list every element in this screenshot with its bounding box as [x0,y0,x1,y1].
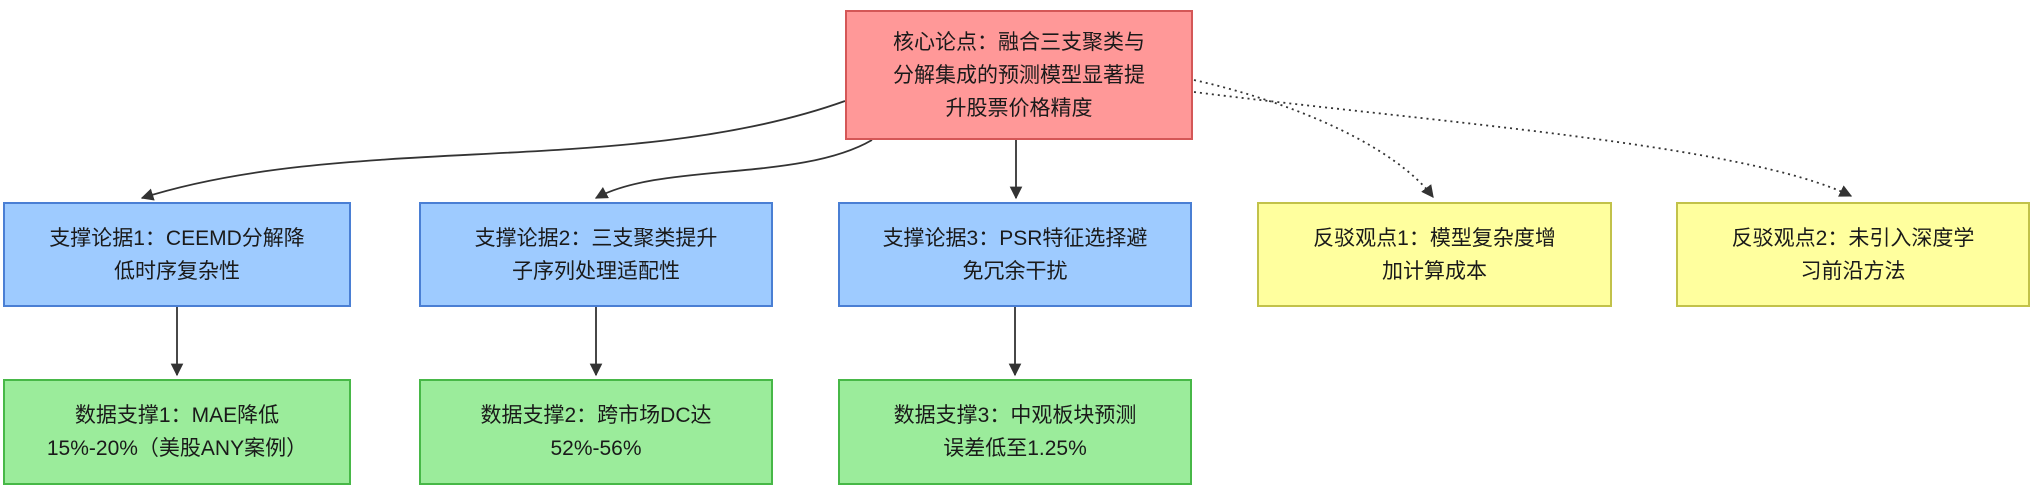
support-argument-2-node: 支撑论据2：三支聚类提升 子序列处理适配性 [419,202,773,307]
support-argument-1-node: 支撑论据1：CEEMD分解降 低时序复杂性 [3,202,351,307]
support-argument-line: 支撑论据2：三支聚类提升 [474,226,718,250]
support-argument-line: 支撑论据3：PSR特征选择避 [882,226,1148,250]
edge-core-to-rebuttal1 [1193,79,1434,199]
evidence-line: 数据支撑2：跨市场DC达 [480,404,712,427]
core-thesis-line: 核心论点：融合三支聚类与 [893,30,1145,54]
support-argument-line: 免冗余干扰 [962,259,1068,283]
edge-core-to-support2 [594,139,873,199]
core-thesis-line: 分解集成的预测模型显著提 [893,63,1145,87]
rebuttal-1-node: 反驳观点1：模型复杂度增 加计算成本 [1257,202,1612,307]
support-argument-line: 支撑论据1：CEEMD分解降 [49,226,305,250]
evidence-line: 数据支撑3：中观板块预测 [893,404,1137,427]
rebuttal-line: 反驳观点2：未引入深度学 [1731,226,1975,250]
support-argument-line: 子序列处理适配性 [512,259,680,283]
evidence-3-node: 数据支撑3：中观板块预测 误差低至1.25% [838,379,1192,485]
rebuttal-2-node: 反驳观点2：未引入深度学 习前沿方法 [1676,202,2030,307]
evidence-1-node: 数据支撑1：MAE降低 15%-20%（美股ANY案例） [3,379,351,485]
evidence-line: 误差低至1.25% [943,437,1087,460]
evidence-line: 52%-56% [550,437,642,460]
evidence-line: 15%-20%（美股ANY案例） [46,437,308,460]
rebuttal-line: 反驳观点1：模型复杂度增 [1313,226,1556,250]
support-argument-line: 低时序复杂性 [114,259,240,283]
rebuttal-line: 加计算成本 [1382,259,1487,283]
core-thesis-node: 核心论点：融合三支聚类与 分解集成的预测模型显著提 升股票价格精度 [845,10,1193,140]
evidence-2-node: 数据支撑2：跨市场DC达 52%-56% [419,379,773,485]
core-thesis-line: 升股票价格精度 [945,96,1093,120]
support-argument-3-node: 支撑论据3：PSR特征选择避 免冗余干扰 [838,202,1192,307]
edge-core-to-rebuttal2 [1193,91,1853,197]
rebuttal-line: 习前沿方法 [1800,259,1906,283]
edge-core-to-support1 [140,100,846,201]
evidence-line: 数据支撑1：MAE降低 [74,404,280,427]
